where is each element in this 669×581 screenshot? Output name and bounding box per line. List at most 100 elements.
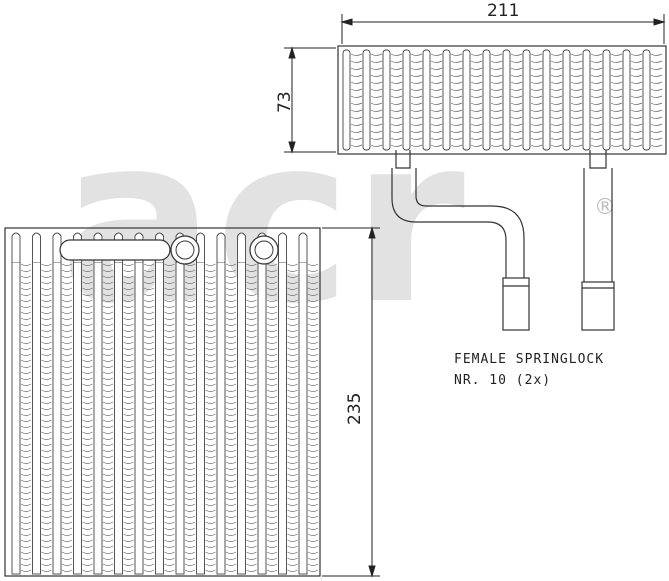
note-line-2: NR. 10 (2x) <box>454 373 551 388</box>
top-tube <box>622 49 631 151</box>
top-fin <box>550 53 563 147</box>
front-tube <box>278 261 287 575</box>
front-tube <box>196 261 205 575</box>
port-circle-left-inner <box>175 240 195 260</box>
front-fin <box>123 263 134 572</box>
top-tube <box>602 49 611 151</box>
front-fin <box>102 263 114 572</box>
top-core-outline <box>337 45 667 155</box>
front-tube-cap <box>32 232 41 262</box>
arrow-211-right <box>653 18 666 26</box>
top-tube <box>442 49 451 151</box>
front-tube <box>73 261 82 575</box>
pipe-left-inner <box>415 168 525 278</box>
top-tube <box>382 49 391 151</box>
dimension-label-73: 73 <box>275 91 295 113</box>
top-fin <box>410 53 423 147</box>
pipe-left <box>391 150 530 331</box>
top-fin <box>650 53 663 147</box>
pipe-right <box>581 150 615 331</box>
dimension-label-211: 211 <box>487 1 519 21</box>
dimension-235 <box>322 226 380 578</box>
top-tube <box>482 49 491 151</box>
front-tube-cap <box>237 232 246 262</box>
header-tube <box>59 239 171 261</box>
front-view-evaporator <box>4 227 321 577</box>
arrow-235-top <box>368 226 376 239</box>
front-tube <box>32 261 41 575</box>
pipe-left-fitting <box>395 150 411 169</box>
top-view-evaporator <box>337 45 667 155</box>
top-tube <box>422 49 431 151</box>
registered-mark: ® <box>594 195 616 220</box>
top-fin <box>350 53 363 147</box>
front-fin-stack <box>11 232 319 575</box>
top-tube <box>402 49 411 151</box>
front-tube <box>93 261 103 575</box>
port-circle-right-inner <box>254 240 274 260</box>
front-fin <box>143 263 155 572</box>
front-tube-cap <box>216 232 226 262</box>
front-tube <box>114 261 123 575</box>
front-fin <box>184 263 196 572</box>
dimension-label-235: 235 <box>345 393 365 425</box>
top-fin <box>470 53 483 147</box>
top-fin <box>490 53 503 147</box>
arrow-211-left <box>340 18 353 26</box>
top-tube <box>342 49 351 151</box>
front-tube <box>175 261 185 575</box>
port-circle-right <box>249 235 279 265</box>
springlock-fitting-right <box>581 281 615 331</box>
front-tube <box>257 261 267 575</box>
front-tube <box>134 261 144 575</box>
arrow-73-bottom <box>288 141 296 154</box>
front-tube-cap <box>52 232 62 262</box>
port-circle-left <box>170 235 200 265</box>
front-fin <box>61 263 73 572</box>
front-fin <box>225 263 237 572</box>
top-fin <box>590 53 603 147</box>
front-tube-cap <box>11 232 21 262</box>
springlock-fitting-left <box>502 277 530 331</box>
front-tube <box>237 261 246 575</box>
front-tube <box>216 261 226 575</box>
front-fin <box>266 263 278 572</box>
front-fin <box>246 263 257 572</box>
top-fin <box>530 53 543 147</box>
front-core-outline <box>4 227 321 577</box>
arrow-235-bottom <box>368 565 376 578</box>
front-tube-cap <box>278 232 287 262</box>
front-tube <box>155 261 164 575</box>
top-fin <box>610 53 623 147</box>
top-tube <box>362 49 371 151</box>
top-tube <box>562 49 571 151</box>
top-fin <box>390 53 403 147</box>
arrow-73-top <box>288 46 296 59</box>
top-fin <box>630 53 643 147</box>
front-fin <box>287 263 298 572</box>
pipe-right-fitting <box>589 150 607 169</box>
top-fin <box>450 53 463 147</box>
top-tube <box>502 49 511 151</box>
pipe-left-outer <box>391 168 507 278</box>
front-fin <box>307 263 319 572</box>
top-fin <box>430 53 443 147</box>
front-tube-cap <box>298 232 308 262</box>
front-fin <box>82 263 93 572</box>
top-tube <box>642 49 651 151</box>
top-tube <box>462 49 471 151</box>
top-tube <box>582 49 591 151</box>
top-tube <box>542 49 551 151</box>
top-fin <box>510 53 523 147</box>
top-fin-stack <box>342 49 663 151</box>
note-line-1: FEMALE SPRINGLOCK <box>454 352 604 367</box>
front-tube <box>298 261 308 575</box>
dimension-211 <box>340 14 666 44</box>
top-fin <box>570 53 583 147</box>
front-tube <box>11 261 21 575</box>
front-fin <box>20 263 32 572</box>
top-tube <box>522 49 531 151</box>
dimension-73 <box>284 46 336 154</box>
